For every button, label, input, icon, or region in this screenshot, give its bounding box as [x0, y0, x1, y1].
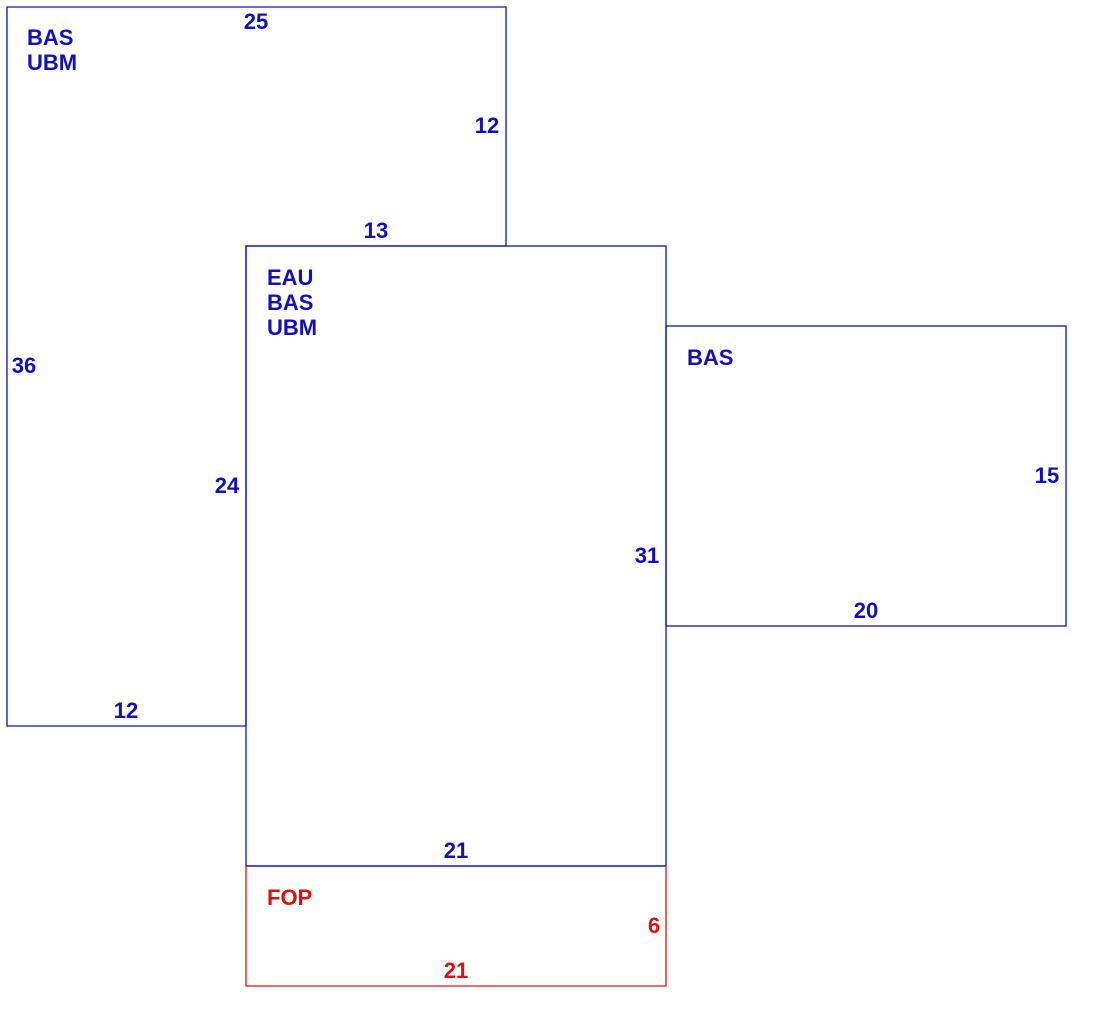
- area-right-outline: [665, 325, 1067, 627]
- area-center-code-1: EAU: [267, 265, 313, 290]
- area-porch-outline: [245, 866, 667, 987]
- area-left-dim-bottom: 12: [114, 698, 138, 723]
- area-porch-dim-right: 6: [648, 913, 660, 938]
- area-center-code-2: BAS: [267, 290, 313, 315]
- area-porch-code-1: FOP: [267, 885, 312, 910]
- area-center-dim-bottom: 21: [444, 838, 468, 863]
- area-left-dim-left: 36: [12, 353, 36, 378]
- area-porch-dim-bottom: 21: [444, 958, 468, 983]
- area-left-code-1: BAS: [27, 25, 73, 50]
- area-center-code-3: UBM: [267, 315, 317, 340]
- area-left-dim-inner-left: 24: [215, 473, 240, 498]
- area-right-code-1: BAS: [687, 345, 733, 370]
- area-left-dim-top: 25: [244, 9, 268, 34]
- area-right-dim-bottom: 20: [854, 598, 878, 623]
- area-left-code-2: UBM: [27, 50, 77, 75]
- area-left-dim-inner-top: 13: [364, 218, 388, 243]
- area-right-dim-right: 15: [1035, 463, 1059, 488]
- area-left-dim-right-upper: 12: [475, 113, 499, 138]
- area-center-dim-right: 31: [635, 543, 659, 568]
- area-left-outline: [6, 6, 507, 727]
